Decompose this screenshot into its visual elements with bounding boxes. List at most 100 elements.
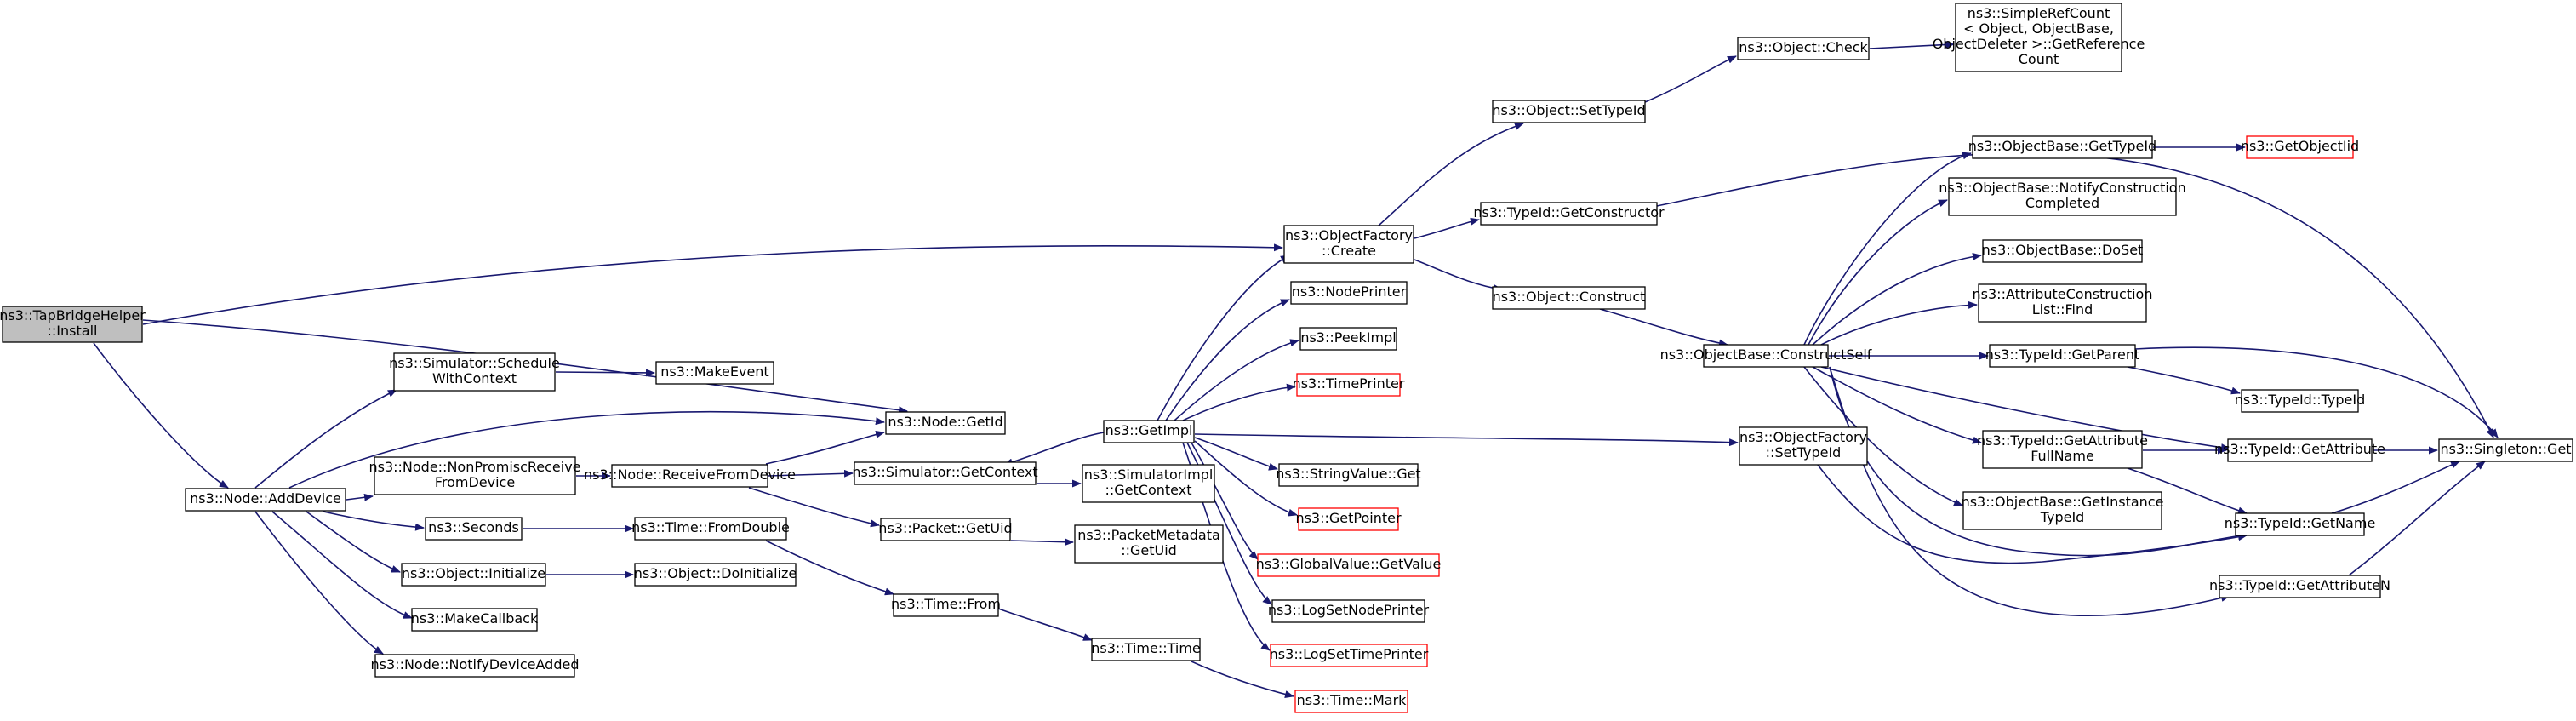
- graph-node[interactable]: ns3::Node::NotifyDeviceAdded: [371, 654, 580, 678]
- graph-node[interactable]: ns3::LogSetTimePrinter: [1270, 644, 1429, 667]
- graph-node[interactable]: ns3::GetPointer: [1295, 507, 1402, 531]
- graph-node[interactable]: ns3::Time::From: [891, 593, 1001, 617]
- node-label: ns3::TapBridgeHelper: [0, 307, 146, 323]
- graph-node[interactable]: ns3::TypeId::GetConstructor: [1473, 202, 1665, 226]
- graph-node[interactable]: ns3::MakeEvent: [655, 361, 774, 385]
- graph-node[interactable]: ns3::ObjectBase::ConstructSelf: [1660, 344, 1872, 368]
- node-label: ns3::ObjectFactory: [1285, 227, 1413, 243]
- graph-node[interactable]: ns3::Simulator::GetContext: [852, 461, 1038, 485]
- edge-n18-to-n26: [1194, 440, 1298, 517]
- edge-n18-to-n36: [1194, 433, 1739, 447]
- node-label: ns3::Object::DoInitialize: [634, 565, 797, 581]
- edge-n18-to-n22: [1165, 299, 1290, 421]
- node-label: ns3::MakeCallback: [411, 610, 539, 627]
- graph-node[interactable]: ns3::Object::Construct: [1492, 286, 1646, 310]
- node-label: ns3::AttributeConstruction: [1973, 286, 2153, 302]
- graph-node[interactable]: ns3::ObjectBase::DoSet: [1982, 239, 2144, 263]
- edge-n0-to-n21: [142, 243, 1283, 325]
- node-box: [1294, 690, 1408, 713]
- edge-n18-to-n21: [1157, 255, 1290, 421]
- node-label: ns3::TypeId::GetConstructor: [1473, 204, 1665, 220]
- node-label: ObjectDeleter >::GetReference: [1933, 36, 2145, 52]
- node-label: ns3::GlobalValue::GetValue: [1256, 556, 1442, 572]
- graph-node[interactable]: ns3::TypeId::GetName: [2225, 512, 2376, 536]
- node-box: [893, 593, 999, 617]
- node-label: ns3::Object::SetTypeId: [1492, 102, 1645, 118]
- edge-n0-to-n1: [93, 342, 229, 489]
- graph-node[interactable]: ns3::Object::Check: [1737, 37, 1870, 60]
- graph-node[interactable]: ns3::Packet::GetUid: [878, 518, 1013, 541]
- graph-node[interactable]: ns3::LogSetNodePrinter: [1268, 599, 1430, 623]
- edge-n44-to-n47: [2127, 467, 2248, 515]
- edge-n35-to-n39: [1808, 199, 1948, 346]
- node-box: [1982, 239, 2143, 263]
- edge-n21-to-n33: [1414, 217, 1480, 239]
- graph-node[interactable]: ns3::TimePrinter: [1293, 373, 1405, 397]
- node-box: [1972, 135, 2153, 159]
- edge-n1-to-n12: [254, 511, 384, 655]
- edge-n18-to-n24: [1182, 383, 1296, 421]
- node-label: FullName: [2031, 448, 2094, 464]
- graph-node[interactable]: ns3::MakeCallback: [411, 608, 539, 632]
- graph-node[interactable]: ns3::GlobalValue::GetValue: [1256, 553, 1442, 577]
- node-label: ::SetTypeId: [1766, 444, 1842, 461]
- node-label: ::Create: [1322, 243, 1376, 259]
- node-label: ns3::ObjectBase::DoSet: [1982, 242, 2144, 258]
- node-label: ns3::Object::Check: [1739, 39, 1868, 55]
- graph-node[interactable]: ns3::Object::Initialize: [401, 563, 546, 587]
- node-label: ns3::Simulator::Schedule: [389, 355, 560, 371]
- node-box: [1989, 344, 2136, 368]
- graph-node[interactable]: ns3::Time::Mark: [1294, 690, 1408, 713]
- graph-node[interactable]: ns3::Time::FromDouble: [631, 517, 790, 541]
- node-label: ns3::Object::Construct: [1493, 289, 1646, 305]
- node-box: [1492, 286, 1646, 310]
- graph-node[interactable]: ns3::Seconds: [425, 517, 523, 541]
- node-box: [401, 563, 546, 587]
- graph-node[interactable]: ns3::SimulatorImpl::GetContext: [1082, 464, 1215, 503]
- node-label: TypeId: [2040, 509, 2085, 525]
- graph-node[interactable]: ns3::TypeId::GetParent: [1985, 344, 2140, 368]
- graph-node[interactable]: ns3::PeekImpl: [1299, 327, 1397, 351]
- graph-node[interactable]: ns3::ObjectFactory::SetTypeId: [1739, 426, 1868, 466]
- graph-node[interactable]: ns3::ObjectFactory::Create: [1283, 225, 1414, 264]
- node-label: ns3::TypeId::GetAttribute: [2214, 441, 2385, 457]
- node-label: List::Find: [2032, 301, 2093, 318]
- node-label: ns3::TypeId::TypeId: [2235, 392, 2365, 408]
- node-box: [2246, 135, 2354, 159]
- graph-node[interactable]: ns3::Object::DoInitialize: [634, 563, 797, 587]
- graph-node[interactable]: ns3::StringValue::Get: [1276, 463, 1421, 487]
- node-box: [1271, 599, 1425, 623]
- graph-node[interactable]: ns3::Node::GetId: [885, 411, 1006, 435]
- edge-n35-to-n44: [1812, 366, 1982, 444]
- graph-node[interactable]: ns3::Time::Time: [1091, 638, 1201, 661]
- node-box: [393, 352, 556, 392]
- graph-node[interactable]: ns3::Node::ReceiveFromDevice: [584, 464, 796, 488]
- graph-node[interactable]: ns3::Object::SetTypeId: [1492, 100, 1646, 123]
- graph-node[interactable]: ns3::PacketMetadata::GetUid: [1074, 524, 1224, 564]
- node-label: Completed: [2025, 195, 2099, 211]
- node-box: [411, 608, 538, 632]
- graph-node[interactable]: ns3::SimpleRefCount< Object, ObjectBase,…: [1933, 3, 2145, 72]
- node-box: [2438, 438, 2573, 462]
- graph-node[interactable]: ns3::GetImpl: [1103, 420, 1195, 443]
- graph-node[interactable]: ns3::Node::AddDevice: [185, 488, 346, 512]
- node-label: ns3::Seconds: [428, 519, 519, 535]
- graph-node[interactable]: ns3::Singleton::Get: [2438, 438, 2573, 462]
- node-label: ns3::Simulator::GetContext: [852, 464, 1037, 480]
- graph-node[interactable]: ns3::TypeId::GetAttribute: [2214, 438, 2385, 462]
- edge-n1-to-n11: [271, 511, 413, 619]
- graph-node[interactable]: ns3::ObjectBase::GetTypeId: [1968, 135, 2156, 159]
- graph-node[interactable]: ns3::TypeId::GetAttributeN: [2209, 575, 2390, 598]
- graph-node[interactable]: ns3::TypeId::TypeId: [2235, 389, 2365, 413]
- graph-node[interactable]: ns3::GetObjectIid: [2241, 135, 2359, 159]
- node-box: [1290, 281, 1408, 305]
- node-box: [1737, 37, 1870, 60]
- graph-node[interactable]: ns3::ObjectBase::NotifyConstructionCompl…: [1939, 177, 2186, 216]
- node-label: ns3::LogSetNodePrinter: [1268, 602, 1430, 618]
- graph-node[interactable]: ns3::NodePrinter: [1290, 281, 1408, 305]
